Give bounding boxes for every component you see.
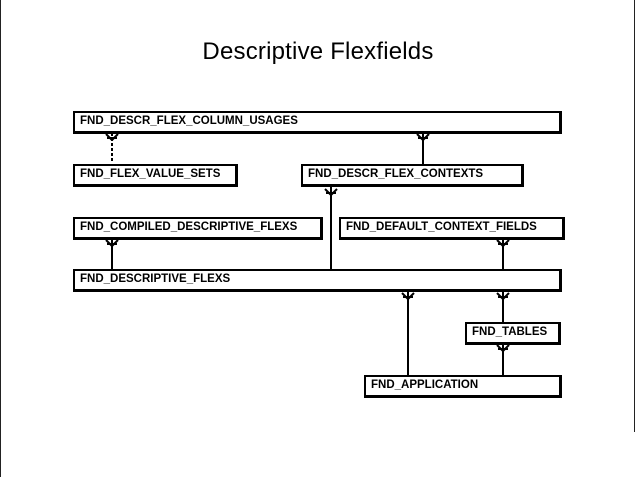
link-contexts-column-usages — [416, 133, 430, 164]
entity-compiled-descriptive-flexs: FND_COMPILED_DESCRIPTIVE_FLEXS — [73, 217, 323, 240]
link-descriptive-flexs-contexts — [324, 187, 338, 269]
entity-tables: FND_TABLES — [465, 322, 561, 345]
link-descriptive-flexs-compiled — [105, 239, 119, 269]
link-descriptive-flexs-default-context — [496, 239, 510, 269]
entity-default-context-fields: FND_DEFAULT_CONTEXT_FIELDS — [339, 217, 565, 240]
link-value-sets-column-usages — [105, 133, 119, 163]
entity-descr-flex-column-usages: FND_DESCR_FLEX_COLUMN_USAGES — [73, 111, 562, 134]
entity-descriptive-flexs: FND_DESCRIPTIVE_FLEXS — [73, 269, 562, 292]
diagram-title: Descriptive Flexfields — [202, 38, 434, 65]
link-application-descriptive-flexs — [401, 291, 415, 375]
link-tables-descriptive-flexs — [496, 291, 510, 322]
link-application-tables — [496, 344, 510, 375]
frame-left-border — [0, 0, 1, 477]
frame-right-border — [634, 0, 635, 432]
entity-flex-value-sets: FND_FLEX_VALUE_SETS — [73, 164, 238, 187]
entity-application: FND_APPLICATION — [364, 375, 562, 398]
entity-descr-flex-contexts: FND_DESCR_FLEX_CONTEXTS — [301, 164, 524, 187]
